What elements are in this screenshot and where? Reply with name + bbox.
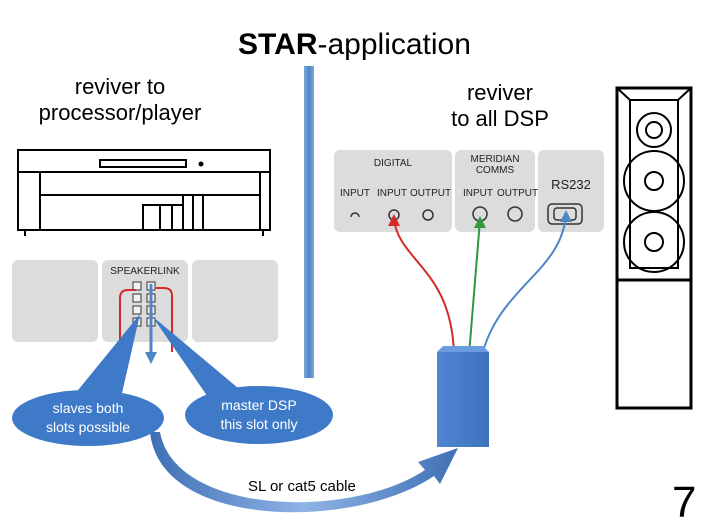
slaves-bubble: slaves both slots possible (12, 390, 164, 446)
divider-bar (304, 66, 314, 378)
converter-box (437, 352, 489, 447)
title-bold: STAR (238, 28, 318, 61)
speaker (615, 86, 693, 410)
right-panel (192, 260, 278, 342)
port-label-input-3: INPUT (463, 188, 493, 199)
green-cable (468, 219, 481, 356)
meridian-comms-label: MERIDIAN COMMS (455, 154, 535, 176)
right-heading-line-2: to all DSP (451, 106, 549, 131)
green-cable-arrowhead (474, 216, 486, 228)
master-bubble-line-1: master DSP (221, 397, 297, 413)
cable-label: SL or cat5 cable (248, 478, 356, 495)
meridian-comms-panel (455, 150, 535, 232)
port-label-input-1: INPUT (340, 188, 370, 199)
blue-cable (481, 213, 567, 356)
right-heading-line-1: reviver (466, 80, 533, 105)
slaves-bubble-tail (70, 314, 140, 402)
master-bubble-tail (152, 316, 250, 400)
meridian-label: MERIDIAN (470, 154, 520, 165)
red-loop-cable-right (156, 287, 173, 352)
rs232-label: RS232 (551, 177, 591, 192)
converter-box-top (437, 346, 489, 352)
title-rest: -application (317, 28, 471, 61)
right-heading: reviver to all DSP (400, 80, 600, 132)
left-heading-line-2: processor/player (38, 100, 202, 125)
speakerlink-panel (102, 260, 188, 342)
slaves-bubble-line-1: slaves both (52, 400, 124, 416)
player-device (17, 149, 271, 236)
port-label-input-2: INPUT (377, 188, 407, 199)
rear-panel-ports (350, 203, 583, 225)
master-arrow-head (145, 352, 157, 364)
port-label-output-2: OUTPUT (497, 188, 539, 199)
red-cable (393, 219, 455, 356)
comms-label: COMMS (475, 165, 515, 176)
master-bubble-line-2: this slot only (220, 416, 298, 432)
player-power-dot (198, 161, 204, 167)
red-cable-arrowhead (388, 214, 400, 226)
red-loop-cable (119, 289, 136, 352)
left-heading: reviver to processor/player (10, 74, 230, 126)
left-panel (12, 260, 98, 342)
cable-sweep-arrow (150, 432, 458, 513)
left-heading-line-1: reviver to (74, 74, 166, 99)
slaves-bubble-line-2: slots possible (45, 419, 131, 435)
port-label-output-1: OUTPUT (410, 188, 452, 199)
master-bubble: master DSP this slot only (185, 386, 333, 444)
digital-label: DIGITAL (373, 158, 413, 169)
rs232-panel (538, 150, 604, 232)
page-number: 7 (672, 478, 697, 527)
speakerlink-label: SPEAKERLINK (110, 266, 180, 277)
blue-cable-arrowhead (560, 210, 572, 222)
page-title: STAR-application (0, 28, 709, 62)
speaker-drivers (616, 87, 692, 273)
